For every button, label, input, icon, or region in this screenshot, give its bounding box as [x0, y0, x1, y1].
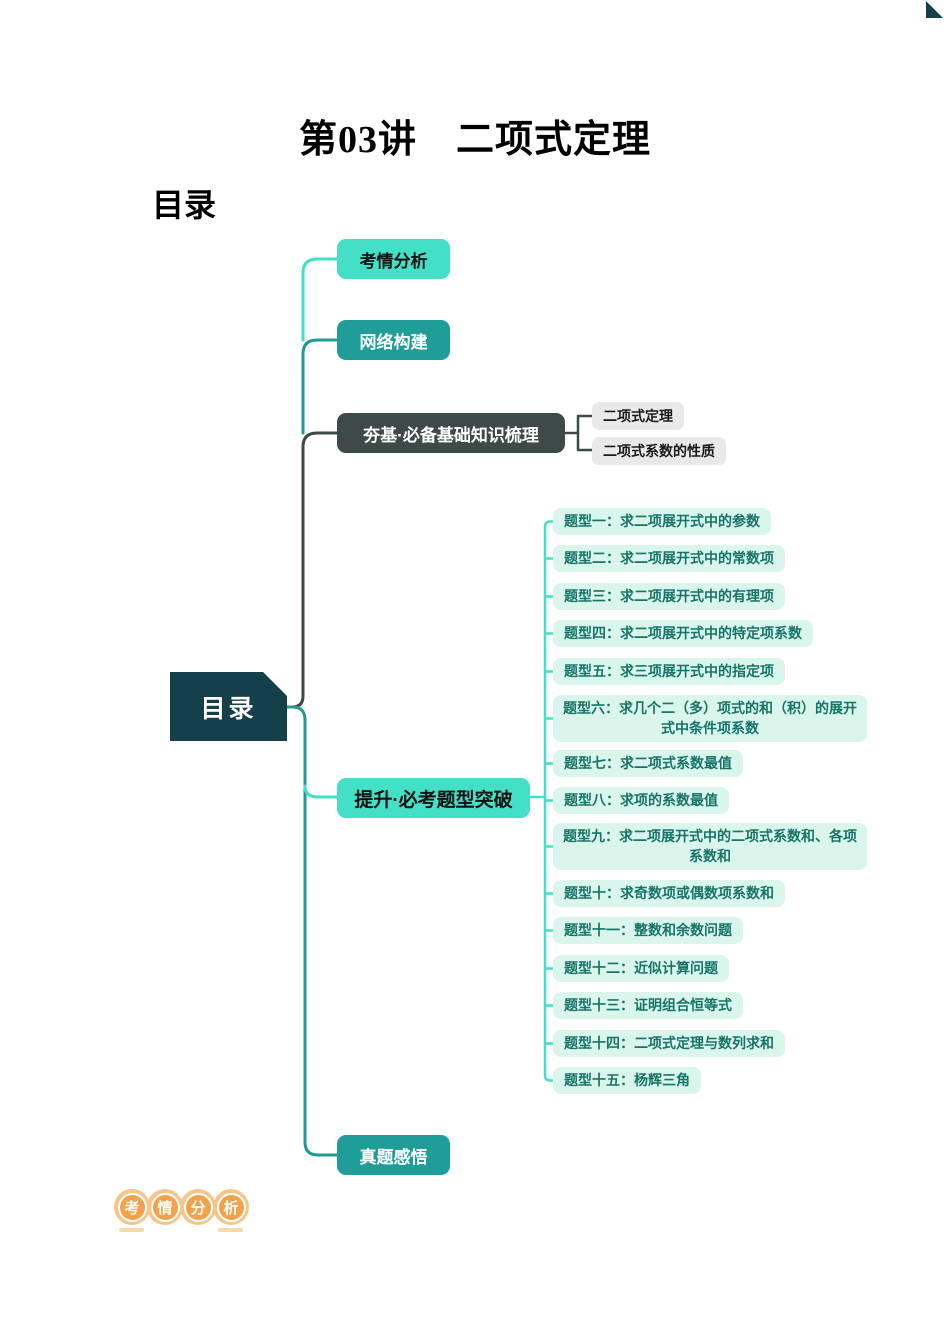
branch-label: 夯基·必备基础知识梳理 [363, 425, 539, 445]
badge-char: 分 [183, 1192, 213, 1222]
badge-char: 析 [216, 1192, 246, 1222]
type-item-14: 题型十四：二项式定理与数列求和 [553, 1030, 785, 1057]
badge-char: 情 [150, 1192, 180, 1222]
type-item-12: 题型十二：近似计算问题 [553, 955, 729, 982]
type-item-8: 题型八：求项的系数最值 [553, 787, 729, 814]
badge-underline [119, 1228, 144, 1232]
type-item-15: 题型十五：杨辉三角 [553, 1067, 701, 1094]
branch-label: 真题感悟 [359, 1147, 428, 1167]
type-item-5: 题型五：求三项展开式中的指定项 [553, 658, 785, 685]
branch-label: 提升·必考题型突破 [354, 789, 513, 811]
type-item-6: 题型六：求几个二（多）项式的和（积）的展开式中条件项系数 [553, 695, 867, 742]
branch-kaoqing-fenxi: 考情分析 [337, 239, 450, 279]
branch-wangluo-goujian: 网络构建 [337, 320, 450, 360]
type-item-13: 题型十三：证明组合恒等式 [553, 992, 743, 1019]
subnode-binomial-theorem: 二项式定理 [592, 402, 684, 430]
branch-label: 考情分析 [359, 251, 428, 271]
branch-tisheng-tixing: 提升·必考题型突破 [337, 778, 530, 818]
type-item-7: 题型七：求二项式系数最值 [553, 750, 743, 777]
type-item-1: 题型一：求二项展开式中的参数 [553, 508, 771, 535]
type-item-4: 题型四：求二项展开式中的特定项系数 [553, 620, 813, 647]
badge-circle: 情 [147, 1189, 183, 1225]
branch-hangji-jichu: 夯基·必备基础知识梳理 [337, 413, 565, 453]
mindmap-root-node: 目录 [170, 672, 287, 741]
badge-circle: 析 [213, 1189, 249, 1225]
subnode-binomial-coefficient-properties: 二项式系数的性质 [592, 437, 726, 465]
section-badge-kaoqing-fenxi: 考 情 分 析 [114, 1189, 249, 1225]
branch-zhenti-ganwu: 真题感悟 [337, 1135, 450, 1175]
type-item-3: 题型三：求二项展开式中的有理项 [553, 583, 785, 610]
type-item-2: 题型二：求二项展开式中的常数项 [553, 545, 785, 572]
page-title: 第03讲 二项式定理 [298, 119, 651, 161]
badge-circle: 分 [180, 1189, 216, 1225]
toc-heading: 目录 [152, 187, 217, 223]
badge-underline [218, 1228, 243, 1232]
badge-char: 考 [117, 1192, 147, 1222]
badge-circle: 考 [114, 1189, 150, 1225]
type-item-9: 题型九：求二项展开式中的二项式系数和、各项系数和 [553, 823, 867, 870]
type-item-10: 题型十：求奇数项或偶数项系数和 [553, 880, 785, 907]
type-item-11: 题型十一：整数和余数问题 [553, 917, 743, 944]
mindmap-root-label: 目录 [200, 694, 257, 723]
branch-label: 网络构建 [359, 332, 428, 352]
